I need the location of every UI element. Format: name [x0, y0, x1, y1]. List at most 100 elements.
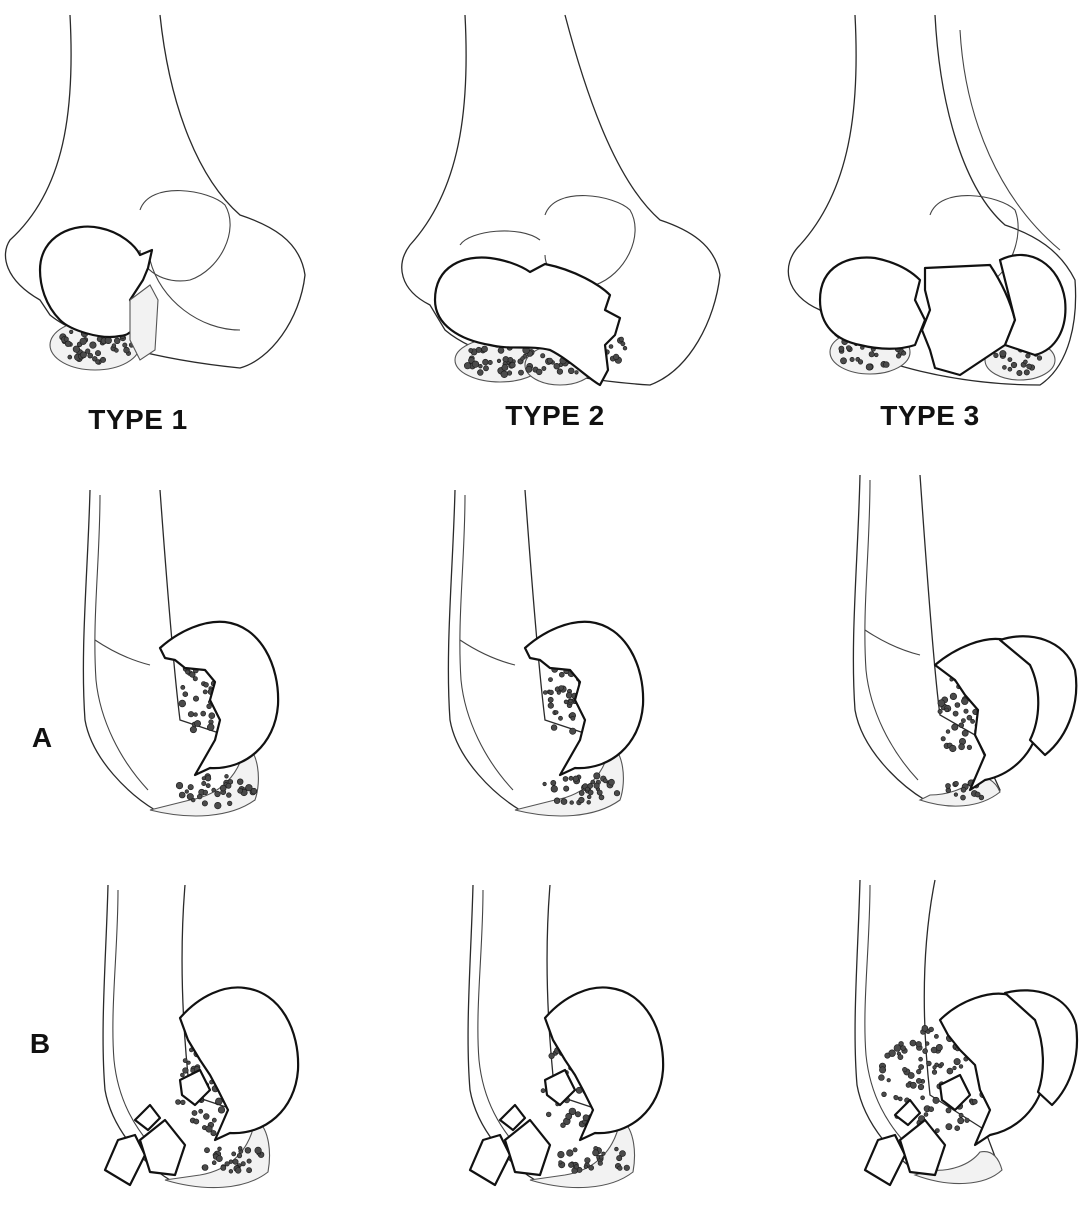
cancellous-dot [598, 1161, 603, 1166]
cancellous-dot [207, 704, 212, 709]
cancellous-dot [573, 1148, 577, 1152]
cancellous-dot [874, 353, 878, 357]
cancellous-dot [959, 1065, 963, 1069]
cancellous-dot [548, 678, 552, 682]
cancellous-dot [564, 786, 569, 791]
cancellous-dot [594, 773, 600, 779]
cancellous-dot [112, 344, 116, 348]
cancellous-dot [502, 364, 508, 370]
cancellous-dot [955, 1126, 960, 1131]
cancellous-dot [950, 693, 957, 700]
cancellous-dot [1023, 360, 1027, 364]
cancellous-dot [568, 368, 574, 374]
cancellous-dot [910, 1040, 916, 1046]
cancellous-dot [954, 1058, 960, 1064]
cancellous-dot [65, 341, 71, 347]
cancellous-dot [879, 1075, 885, 1081]
cancellous-dot [205, 776, 211, 782]
cancellous-dot [954, 781, 959, 786]
cancellous-dot [114, 338, 120, 344]
cancellous-dot [549, 1053, 555, 1059]
cancellous-dot [967, 745, 972, 750]
cancellous-dot [1037, 356, 1042, 361]
cancellous-dot [176, 1100, 181, 1105]
cancellous-dot [910, 1082, 916, 1088]
cancellous-dot [602, 1152, 606, 1156]
cancellous-dot [187, 1061, 191, 1065]
cancellous-dot [953, 711, 958, 716]
cancellous-dot [555, 711, 559, 715]
cancellous-dot [971, 719, 975, 723]
cancellous-dot [73, 346, 80, 353]
type-3-label: TYPE 3 [830, 400, 1030, 432]
cancellous-dot [933, 1097, 939, 1103]
cancellous-dot [940, 1062, 944, 1066]
cancellous-dot [482, 346, 488, 352]
cancellous-dot [955, 703, 960, 708]
cancellous-dot [64, 337, 68, 341]
cancellous-dot [945, 708, 949, 712]
cancellous-dot [1002, 365, 1006, 369]
cancellous-dot [561, 1123, 566, 1128]
cancellous-dot [543, 782, 547, 786]
cancellous-dot [593, 1150, 599, 1156]
cancellous-dot [179, 792, 185, 798]
cancellous-dot [574, 1165, 578, 1169]
cancellous-dot [929, 1027, 934, 1032]
cancellous-dot [483, 366, 488, 371]
cancellous-dot [568, 1162, 573, 1167]
cancellous-dot [558, 716, 562, 720]
cancellous-dot [554, 798, 560, 804]
cancellous-dot [238, 788, 243, 793]
cancellous-dot [609, 779, 615, 785]
cancellous-dot [212, 788, 216, 792]
cancellous-dot [846, 346, 851, 351]
cancellous-dot [546, 1112, 551, 1117]
cancellous-dot [202, 1165, 208, 1171]
cancellous-dot [203, 690, 207, 694]
cancellous-dot [952, 724, 958, 730]
cancellous-dot [238, 1146, 242, 1150]
cancellous-dot [571, 716, 575, 720]
cancellous-dot [197, 794, 202, 799]
cancellous-dot [564, 700, 568, 704]
cancellous-dot [965, 1118, 970, 1123]
cancellous-dot [181, 685, 185, 689]
cancellous-dot [255, 1147, 262, 1154]
cancellous-dot [558, 1151, 565, 1158]
cancellous-dot [916, 1069, 921, 1074]
cancellous-dot [570, 801, 574, 805]
cancellous-dot [896, 354, 901, 359]
cancellous-dot [215, 791, 221, 797]
cancellous-dot [959, 723, 964, 728]
cancellous-dot [579, 791, 584, 796]
cancellous-dot [194, 1119, 199, 1124]
cancellous-dot [588, 790, 593, 795]
cancellous-dot [212, 1118, 216, 1122]
cancellous-dot [225, 1162, 230, 1167]
type-3-lateral-view-a [853, 475, 1076, 806]
cancellous-dot [964, 709, 968, 713]
cancellous-dot [472, 361, 479, 368]
cancellous-dot [961, 787, 966, 792]
type-1-label: TYPE 1 [38, 404, 238, 436]
cancellous-dot [599, 795, 604, 800]
cancellous-dot [1027, 364, 1032, 369]
cancellous-dot [225, 774, 229, 778]
cancellous-dot [924, 1113, 928, 1117]
cancellous-dot [183, 692, 188, 697]
cancellous-dot [972, 1099, 977, 1104]
cancellous-dot [206, 1126, 213, 1133]
cancellous-dot [237, 779, 243, 785]
cancellous-dot [464, 362, 471, 369]
cancellous-dot [1008, 358, 1012, 362]
cancellous-dot [469, 348, 473, 352]
cancellous-dot [902, 351, 906, 355]
cancellous-dot [201, 711, 206, 716]
cancellous-dot [80, 352, 86, 358]
cancellous-dot [251, 788, 257, 794]
cancellous-dot [541, 1089, 545, 1093]
cancellous-dot [958, 1118, 964, 1124]
cancellous-dot [934, 1034, 938, 1038]
cancellous-dot [950, 745, 957, 752]
